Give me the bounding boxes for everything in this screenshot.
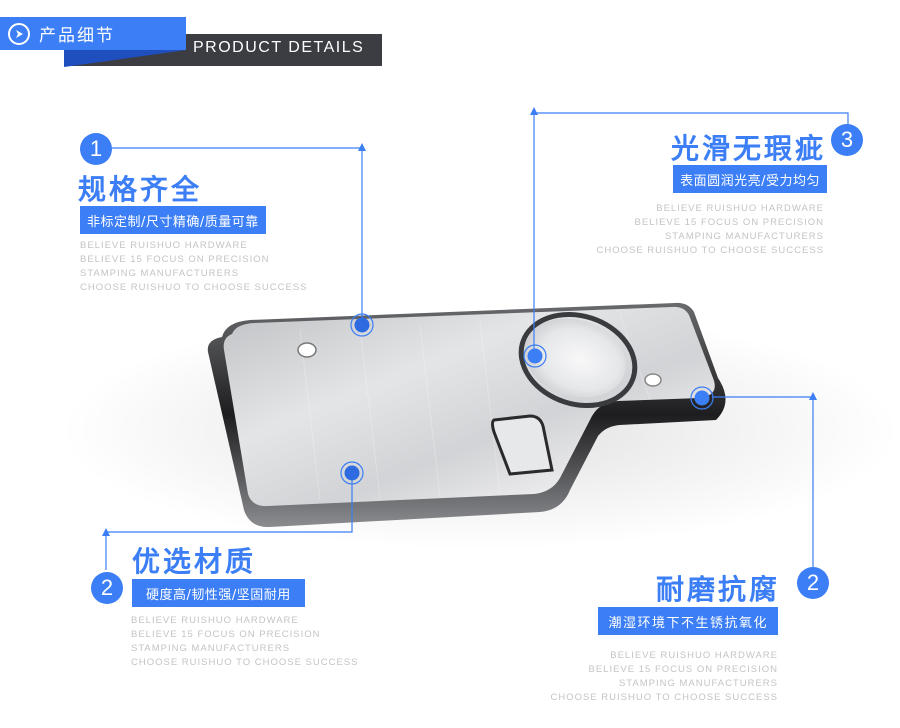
arrow-right-circle-icon [8,22,30,45]
callout-number-badge: 2 [91,572,123,604]
marker-dots [340,313,714,485]
callout-english-text: BELIEVE RUISHUO HARDWARE BELIEVE 15 FOCU… [80,240,308,293]
callout-number-badge: 1 [80,133,112,165]
arrow-head-icon [809,392,817,400]
callout-english-text: BELIEVE RUISHUO HARDWARE BELIEVE 15 FOCU… [596,203,824,256]
callout-tag: 非标定制/尺寸精确/质量可靠 [80,206,266,234]
callout-tag: 潮湿环境下不生锈抗氧化 [598,607,778,635]
callout-tag: 硬度高/韧性强/坚固耐用 [132,579,305,607]
callout-number-badge: 2 [797,567,829,599]
arrow-head-icon [530,107,538,115]
callout-english-text: BELIEVE RUISHUO HARDWARE BELIEVE 15 FOCU… [131,615,359,668]
section-title-cn: 产品细节 [39,26,115,46]
callout-title: 光滑无瑕疵 [670,132,826,165]
section-header: 产品细节 [0,17,186,50]
callout-title: 规格齐全 [78,173,203,206]
callout-title: 优选材质 [132,545,257,578]
callout-tag: 表面圆润光亮/受力均匀 [673,165,827,193]
callout-number-badge: 3 [831,124,863,156]
arrow-head-icon [358,143,366,151]
header-wedge [64,50,186,67]
section-title-en: PRODUCT DETAILS [193,39,365,56]
callout-title: 耐磨抗腐 [655,573,780,606]
arrow-head-icon [102,528,110,536]
callout-english-text: BELIEVE RUISHUO HARDWARE BELIEVE 15 FOCU… [550,650,778,703]
